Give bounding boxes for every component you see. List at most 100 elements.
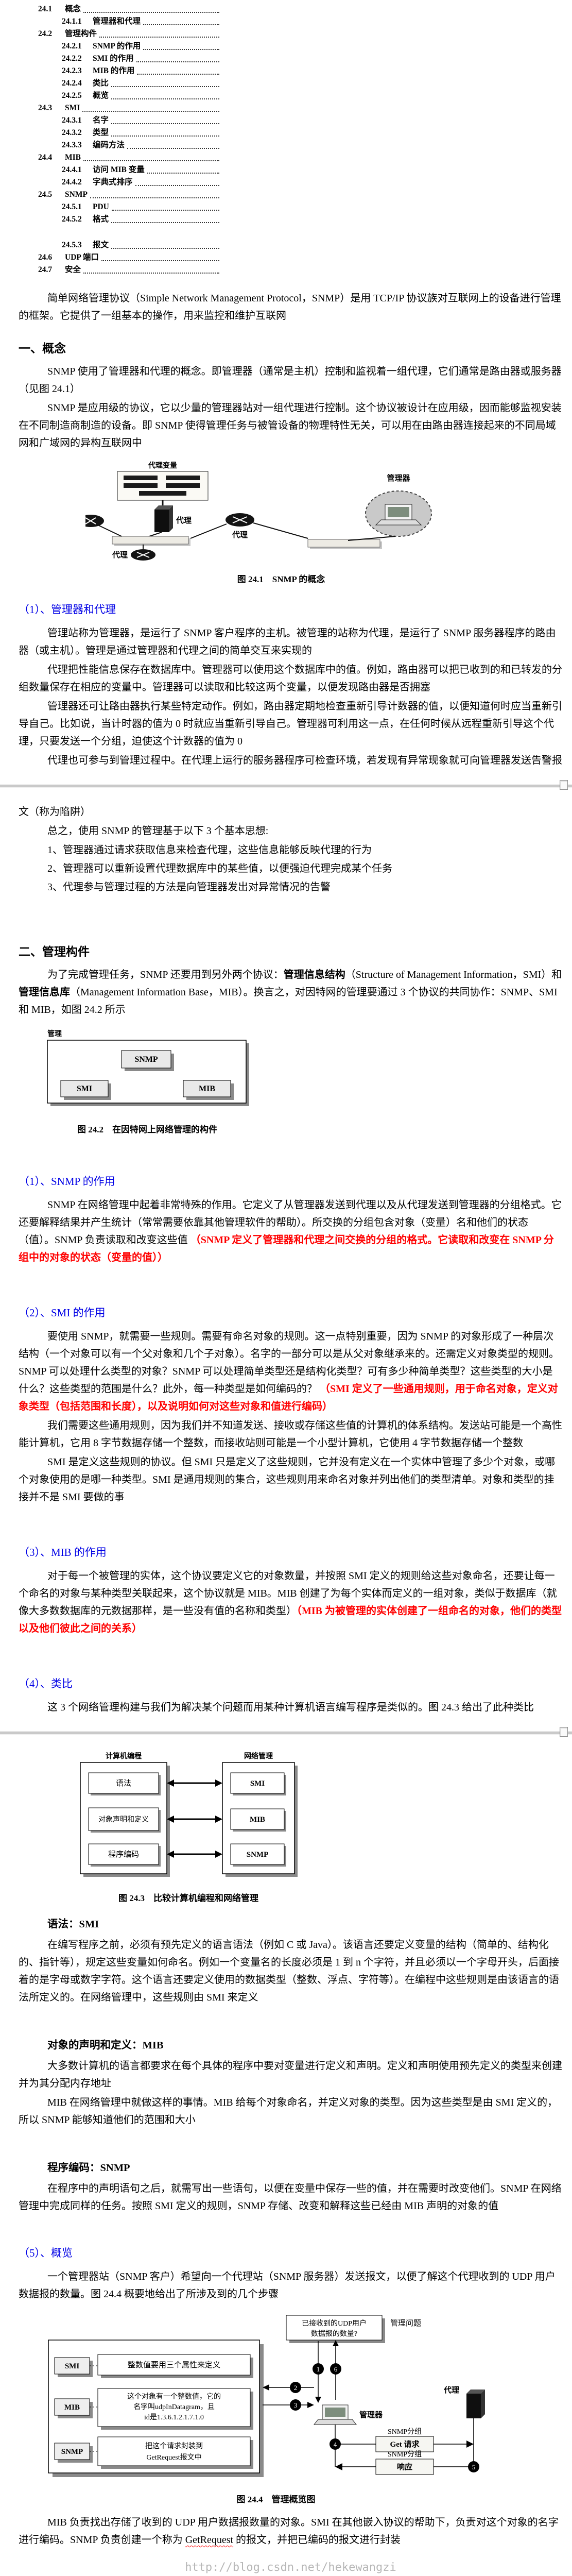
spacer <box>19 1268 563 1289</box>
smi-box-label: SMI <box>65 2362 80 2370</box>
toc-dot-leader <box>135 185 219 186</box>
toc-item-number: 24.7 <box>38 265 53 274</box>
agent-label: 代理 <box>443 2385 459 2395</box>
svg-text:4: 4 <box>334 2441 337 2448</box>
spacer <box>19 2216 563 2229</box>
list-item: 1、管理器通过请求获取信息来检查代理，这些信息能够反映代理的行为 <box>47 844 372 856</box>
svg-text:3: 3 <box>294 2401 298 2409</box>
paragraph: 这 3 个网络管理构建与我们为解决某个问题而用某种计算机语言编写程序是类似的。图… <box>19 1699 563 1716</box>
snmp-desc-2: GetRequest报文中 <box>146 2453 201 2462</box>
figure-24-1: 代理变量 代理 代理 代理 管理器 图 24.1 SNMP 的概念 <box>77 460 477 585</box>
paragraph: 管理器还可让路由器执行某些特定动作。例如，路由器定期地检查重新引导计数器的值，以… <box>19 698 563 750</box>
toc-gap <box>38 226 219 239</box>
toc-dot-leader <box>111 86 219 87</box>
toc-row: 24.1.1 管理器和代理 <box>38 15 219 28</box>
toc-row: 24.3.3 编码方法 <box>38 139 219 151</box>
management-box-label: 管理 <box>47 1029 62 1038</box>
paragraph: 为了完成管理任务，SNMP 还要用到另外两个协议：管理信息结构（Structur… <box>19 966 563 1019</box>
toc-dot-leader <box>111 248 219 249</box>
text-run: 管理站称为管理器，是运行了 SNMP 客户程序的主机。被管理的站称为代理，是运行… <box>19 628 556 656</box>
figure-caption: 图 24.2 在因特网上网络管理的构件 <box>77 1125 217 1134</box>
text-run: SMI 是定义这些规则的协议。但 SMI 只是定义了这些规则，它并没有定义在一个… <box>19 1456 556 1503</box>
watermark-url: http://blog.csdn.net/hekewangzi <box>185 2561 396 2574</box>
text-run: 的报文，并把已编码的报文进行封装 <box>233 2534 401 2546</box>
minor-heading: 语法：SMI <box>47 1919 99 1930</box>
toc-item-number: 24.1 <box>38 5 53 13</box>
mib-box-label: MIB <box>199 1084 215 1093</box>
list-item: 3、代理参与管理过程的方法是向管理器发出对异常情况的告警 <box>47 882 331 893</box>
toc-item-number: 24.2.3 <box>62 66 82 75</box>
svg-text:6: 6 <box>334 2365 338 2373</box>
paragraph: 代理也可参与到管理过程中。在代理上运行的服务器程序可检查环境，若发现有异常现象就… <box>19 752 563 769</box>
page-break-divider <box>0 1727 572 1737</box>
paragraph: 文（称为陷阱） <box>19 803 563 821</box>
text-run: MIB 在网络管理中就做这样的事情。MIB 给每个对象命名，并定义对象的类型。因… <box>19 2097 558 2126</box>
text-run: SNMP 使用了管理器和代理的概念。即管理器（通常是主机）控制和监视着一组代理，… <box>19 366 562 395</box>
toc-item-number: 24.5.2 <box>62 215 82 224</box>
agent-variables-label: 代理变量 <box>148 461 177 470</box>
toc-dot-leader <box>111 210 219 211</box>
paragraph: 大多数计算机的语言都要求在每个具体的程序中要对变量进行定义和声明。定义和声明使用… <box>19 2057 563 2092</box>
paragraph: 简单网络管理协议（Simple Network Management Proto… <box>19 290 563 325</box>
text-run: 大多数计算机的语言都要求在每个具体的程序中要对变量进行定义和声明。定义和声明使用… <box>19 2060 562 2089</box>
mib-desc-1: 这个对象有一个整数值，它的 <box>127 2392 221 2401</box>
text-run: 在编写程序之前，必须有预先定义的语言语法（例如 C 或 Java）。该语言还要定… <box>19 1939 559 2003</box>
toc-item-label: SMI <box>65 104 80 112</box>
toc-item-number: 24.3.2 <box>62 128 82 137</box>
paragraph: 一个管理器站（SNMP 客户）希望向一个代理站（SNMP 服务器）发送报文，以便… <box>19 2268 563 2303</box>
management-overview-diagram: SMI 整数值要用三个属性来定义 MIB 这个对象有一个整数值，它的 名字叫ud… <box>48 2315 485 2477</box>
text-run: 管理信息库 <box>19 987 70 998</box>
text-run: SNMP 在网络管理中起着非常特殊的作用。它定义了从管理器发送到代理以及从代理发… <box>19 1199 562 1246</box>
spacer <box>19 1507 563 1528</box>
toc-item-number: 24.5.3 <box>62 241 82 249</box>
toc-dot-leader <box>90 197 219 198</box>
toc-item-number: 24.4 <box>38 153 53 162</box>
toc-item-label: 管理器和代理 <box>93 17 141 26</box>
paragraph: SNMP 是应用级的协议，它以少量的管理器站对一组代理进行控制。这个协议被设计在… <box>19 399 563 452</box>
figure-caption: 图 24.4 管理概览图 <box>236 2495 316 2504</box>
router-agent-label: 代理 <box>112 550 128 560</box>
subsection-heading: （4）、类比 <box>19 1677 73 1690</box>
left-item-1: 语法 <box>116 1779 131 1788</box>
figure-caption: 图 24.1 SNMP 的概念 <box>237 574 325 584</box>
subsection-heading: （1）、SNMP 的作用 <box>19 1175 115 1188</box>
section-heading: 二、管理构件 <box>19 945 90 958</box>
text-run: （Management Information Base，MIB）。换言之，对因… <box>19 987 558 1015</box>
response-label: 响应 <box>397 2462 412 2471</box>
figure-24-3: 计算机编程 网络管理 语法 对象声明和定义 程序编码 SMI MIB SNMP … <box>65 1750 312 1904</box>
text-run: 代理把性能信息保存在数据库中。管理器可以使用这个数据库中的值。例如，路由器可以把… <box>19 664 562 693</box>
page-break-box <box>560 1727 568 1737</box>
toc-item-number: 24.3.3 <box>62 141 82 149</box>
figure-caption: 图 24.3 比较计算机编程和网络管理 <box>118 1893 258 1903</box>
toc-item-label: 管理构件 <box>65 29 97 38</box>
toc-dot-leader <box>83 273 219 274</box>
toc-dot-leader <box>136 61 219 62</box>
toc-dot-leader <box>147 173 219 174</box>
mib-desc-2: 名字叫udpInDatagram，且 <box>133 2403 215 2411</box>
text-run: 一个管理器站（SNMP 客户）希望向一个代理站（SNMP 服务器）发送报文，以便… <box>19 2271 556 2300</box>
paragraph: SNMP 使用了管理器和代理的概念。即管理器（通常是主机）控制和监视着一组代理，… <box>19 363 563 398</box>
toc-item-number: 24.5.1 <box>62 202 82 211</box>
text-run: 我们需要这些通用规则，因为我们并不知道发送、接收或存储这些值的计算机的体系结构。… <box>19 1420 562 1449</box>
spacer <box>19 1639 563 1659</box>
spacer <box>19 2130 563 2148</box>
mib-box-label: MIB <box>64 2403 80 2412</box>
right-item-3: SNMP <box>247 1851 269 1859</box>
spacer <box>19 897 563 928</box>
toc-item-number: 24.1.1 <box>62 17 82 26</box>
toc-item-number: 24.4.1 <box>62 165 82 174</box>
spacer <box>19 2008 563 2025</box>
step-circles: 1 6 2 3 4 5 <box>290 2363 479 2472</box>
toc-item-label: 编码方法 <box>93 141 125 149</box>
snmp-box-label: SNMP <box>134 1055 158 1064</box>
toc-item-label: PDU <box>93 202 109 211</box>
snmp-desc-1: 把这个请求封装到 <box>145 2442 203 2450</box>
paragraph: SNMP 在网络管理中起着非常特殊的作用。它定义了从管理器发送到代理以及从代理发… <box>19 1196 563 1266</box>
toc-item-number: 24.2.2 <box>62 54 82 63</box>
toc-dot-leader <box>99 37 219 38</box>
manager-label: 管理器 <box>359 2410 383 2419</box>
